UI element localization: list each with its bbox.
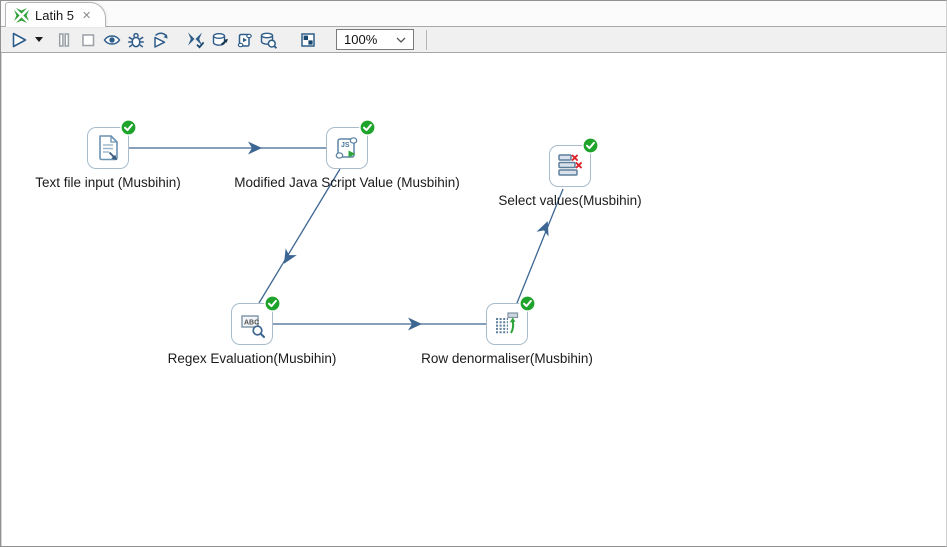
- success-badge: [519, 295, 536, 312]
- generate-sql-button[interactable]: [232, 29, 256, 51]
- svg-text:JS: JS: [341, 142, 350, 149]
- svg-text:ABC: ABC: [244, 319, 259, 326]
- zoom-level-value: 100%: [344, 32, 378, 47]
- step-regex-evaluation[interactable]: ABC Regex Evaluation(Musbihin): [168, 295, 336, 366]
- stop-button[interactable]: [76, 29, 100, 51]
- chevron-down-icon: [34, 36, 44, 43]
- connection-lines: [129, 141, 564, 331]
- select-values-icon: [549, 145, 591, 187]
- row-denormaliser-icon: [486, 303, 528, 345]
- database-search-icon: [259, 31, 277, 49]
- step-label: Regex Evaluation(Musbihin): [167, 351, 337, 366]
- step-label: Text file input (Musbihin): [35, 175, 181, 190]
- eye-icon: [103, 31, 121, 49]
- javascript-scroll-icon: JS: [326, 127, 368, 169]
- step-text-file-input[interactable]: Text file input (Musbihin): [35, 119, 181, 190]
- step-label: Modified Java Script Value (Musbihin): [234, 175, 460, 190]
- debug-button[interactable]: [124, 29, 148, 51]
- show-execution-results-button[interactable]: [296, 29, 320, 51]
- run-button[interactable]: [7, 29, 31, 51]
- success-badge: [582, 137, 599, 154]
- impact-analysis-button[interactable]: [208, 29, 232, 51]
- success-badge: [264, 295, 281, 312]
- step-row-denormaliser[interactable]: Row denormaliser(Musbihin): [421, 295, 593, 366]
- tab-close-icon[interactable]: ✕: [82, 9, 92, 22]
- step-modified-java-script-value[interactable]: JS Modified Java Script Value (Musbihin): [234, 119, 460, 190]
- success-badge: [120, 119, 137, 136]
- sql-script-icon: [235, 31, 253, 49]
- bug-icon: [127, 31, 145, 49]
- preview-button[interactable]: [100, 29, 124, 51]
- transformation-canvas[interactable]: Text file input (Musbihin) JS Modified J…: [1, 53, 946, 546]
- toolbar: 100%: [1, 27, 946, 53]
- step-label: Select values(Musbihin): [498, 193, 642, 208]
- zoom-level-select[interactable]: 100%: [336, 29, 414, 50]
- stop-icon: [79, 31, 97, 49]
- text-file-input-icon: [87, 127, 129, 169]
- tab-bar: Latih 5 ✕: [1, 1, 946, 27]
- run-icon: [10, 31, 28, 49]
- database-arrow-icon: [211, 31, 229, 49]
- results-panel-icon: [299, 31, 317, 49]
- verify-transformation-button[interactable]: [184, 29, 208, 51]
- regex-evaluation-icon: ABC: [231, 303, 273, 345]
- chevron-down-icon: [396, 37, 406, 43]
- replay-button[interactable]: [148, 29, 172, 51]
- explore-database-button[interactable]: [256, 29, 280, 51]
- pause-button[interactable]: [52, 29, 76, 51]
- tab-title: Latih 5: [35, 7, 75, 23]
- step-label: Row denormaliser(Musbihin): [421, 351, 593, 366]
- run-options-button[interactable]: [31, 29, 46, 51]
- verify-transformation-icon: [187, 31, 205, 49]
- replay-icon: [151, 31, 169, 49]
- step-select-values[interactable]: Select values(Musbihin): [498, 137, 642, 208]
- toolbar-separator: [426, 29, 427, 50]
- pause-icon: [55, 31, 73, 49]
- transformation-icon: [14, 7, 29, 23]
- success-badge: [359, 119, 376, 136]
- tab-latih5[interactable]: Latih 5 ✕: [5, 2, 107, 27]
